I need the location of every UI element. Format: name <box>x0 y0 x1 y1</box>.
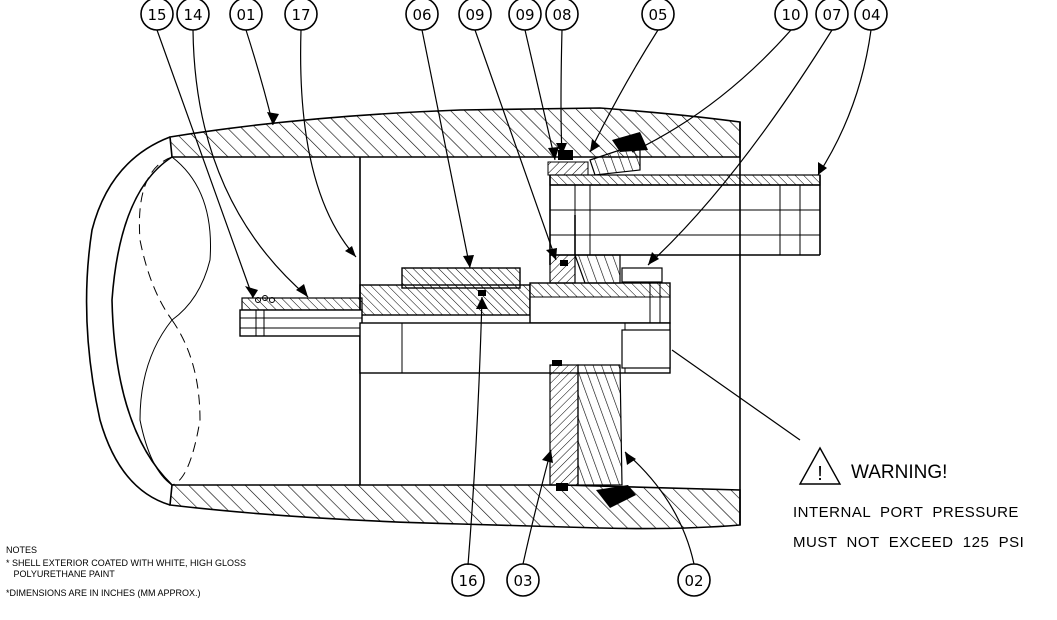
leader-lines <box>156 29 872 566</box>
balloon-05: 05 <box>641 0 675 31</box>
balloon-label: 15 <box>147 6 166 24</box>
balloon-label: 09 <box>465 6 484 24</box>
note-line: POLYURETHANE PAINT <box>6 569 115 579</box>
balloon-label: 01 <box>236 6 255 24</box>
balloon-02: 02 <box>677 563 711 597</box>
lower-seals <box>549 360 636 508</box>
balloon-17: 17 <box>284 0 318 31</box>
balloon-label: 05 <box>648 6 667 24</box>
shell <box>85 107 741 530</box>
balloon-04: 04 <box>854 0 888 31</box>
balloon-label: 14 <box>183 6 202 24</box>
balloon-label: 16 <box>458 572 477 590</box>
balloon-09-a: 09 <box>458 0 492 31</box>
balloon-label: 04 <box>861 6 880 24</box>
arrowheads <box>245 112 827 465</box>
balloon-10: 10 <box>774 0 808 31</box>
warning-block: ! WARNING! INTERNAL PORT PRESSURE MUST N… <box>793 446 1024 551</box>
balloon-15: 15 <box>140 0 174 31</box>
balloon-label: 03 <box>513 572 532 590</box>
balloon-03: 03 <box>506 563 540 597</box>
balloon-label: 07 <box>822 6 841 24</box>
warning-line-2: MUST NOT EXCEED 125 PSI <box>793 534 1024 551</box>
balloon-08: 08 <box>545 0 579 31</box>
warning-symbol: ! <box>817 463 823 485</box>
balloon-label: 17 <box>291 6 310 24</box>
balloon-14: 14 <box>176 0 210 31</box>
balloon-label: 09 <box>515 6 534 24</box>
warning-title: WARNING! <box>851 462 947 483</box>
balloon-16: 16 <box>451 563 485 597</box>
notes-block: NOTES * SHELL EXTERIOR COATED WITH WHITE… <box>6 545 246 598</box>
balloon-label: 10 <box>781 6 800 24</box>
top-seals <box>547 132 648 176</box>
balloon-06: 06 <box>405 0 439 31</box>
balloon-label: 06 <box>412 6 431 24</box>
notes-heading: NOTES <box>6 545 37 555</box>
hub-and-shaft <box>239 267 671 374</box>
balloon-label: 02 <box>684 572 703 590</box>
note-line: * SHELL EXTERIOR COATED WITH WHITE, HIGH… <box>6 558 246 568</box>
balloon-07: 07 <box>815 0 849 31</box>
balloon-01: 01 <box>229 0 263 31</box>
balloon-label: 08 <box>552 6 571 24</box>
mid-ring <box>549 215 621 284</box>
port-tube <box>549 174 821 265</box>
warning-line-1: INTERNAL PORT PRESSURE <box>793 504 1019 521</box>
warning-triangle-icon: ! <box>798 446 842 485</box>
note-line: *DIMENSIONS ARE IN INCHES (MM APPROX.) <box>6 588 201 598</box>
balloon-09-b: 09 <box>508 0 542 31</box>
